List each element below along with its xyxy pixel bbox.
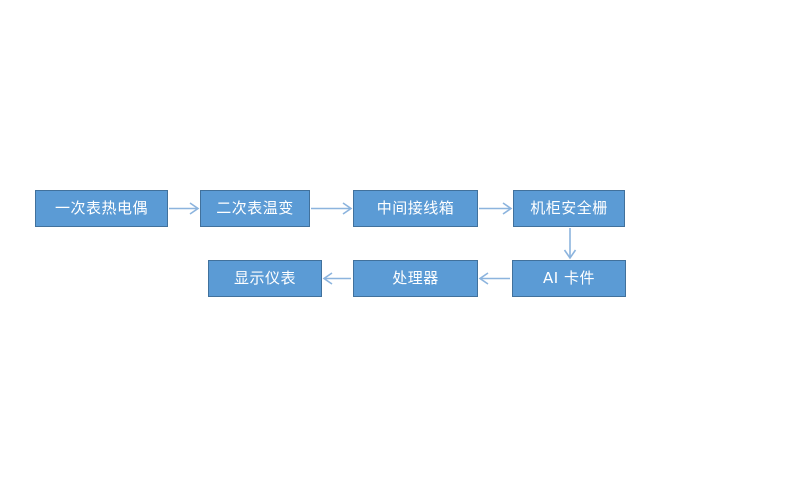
node-thermocouple-label: 一次表热电偶 bbox=[54, 199, 148, 217]
arrow-safety-barrier-to-ai-card bbox=[563, 228, 577, 260]
node-junction-box-label: 中间接线箱 bbox=[376, 199, 455, 217]
arrow-transmitter-to-junction-box bbox=[311, 202, 353, 215]
node-display-meter-label: 显示仪表 bbox=[233, 269, 296, 287]
node-thermocouple[interactable]: 一次表热电偶 bbox=[35, 190, 168, 227]
node-cabinet-safety-barrier-label: 机柜安全栅 bbox=[530, 199, 608, 217]
node-display-meter[interactable]: 显示仪表 bbox=[208, 260, 322, 297]
node-ai-card-label: AI 卡件 bbox=[543, 269, 595, 287]
node-processor-label: 处理器 bbox=[392, 269, 439, 287]
node-processor[interactable]: 处理器 bbox=[353, 260, 478, 297]
node-secondary-transmitter[interactable]: 二次表温变 bbox=[200, 190, 310, 227]
node-junction-box[interactable]: 中间接线箱 bbox=[353, 190, 478, 227]
arrow-processor-to-display-meter bbox=[322, 272, 351, 285]
arrow-junction-box-to-safety-barrier bbox=[479, 202, 513, 215]
node-secondary-transmitter-label: 二次表温变 bbox=[216, 199, 294, 217]
node-ai-card[interactable]: AI 卡件 bbox=[512, 260, 626, 297]
arrow-thermocouple-to-transmitter bbox=[169, 202, 200, 215]
arrow-ai-card-to-processor bbox=[478, 272, 510, 285]
node-cabinet-safety-barrier[interactable]: 机柜安全栅 bbox=[513, 190, 625, 227]
